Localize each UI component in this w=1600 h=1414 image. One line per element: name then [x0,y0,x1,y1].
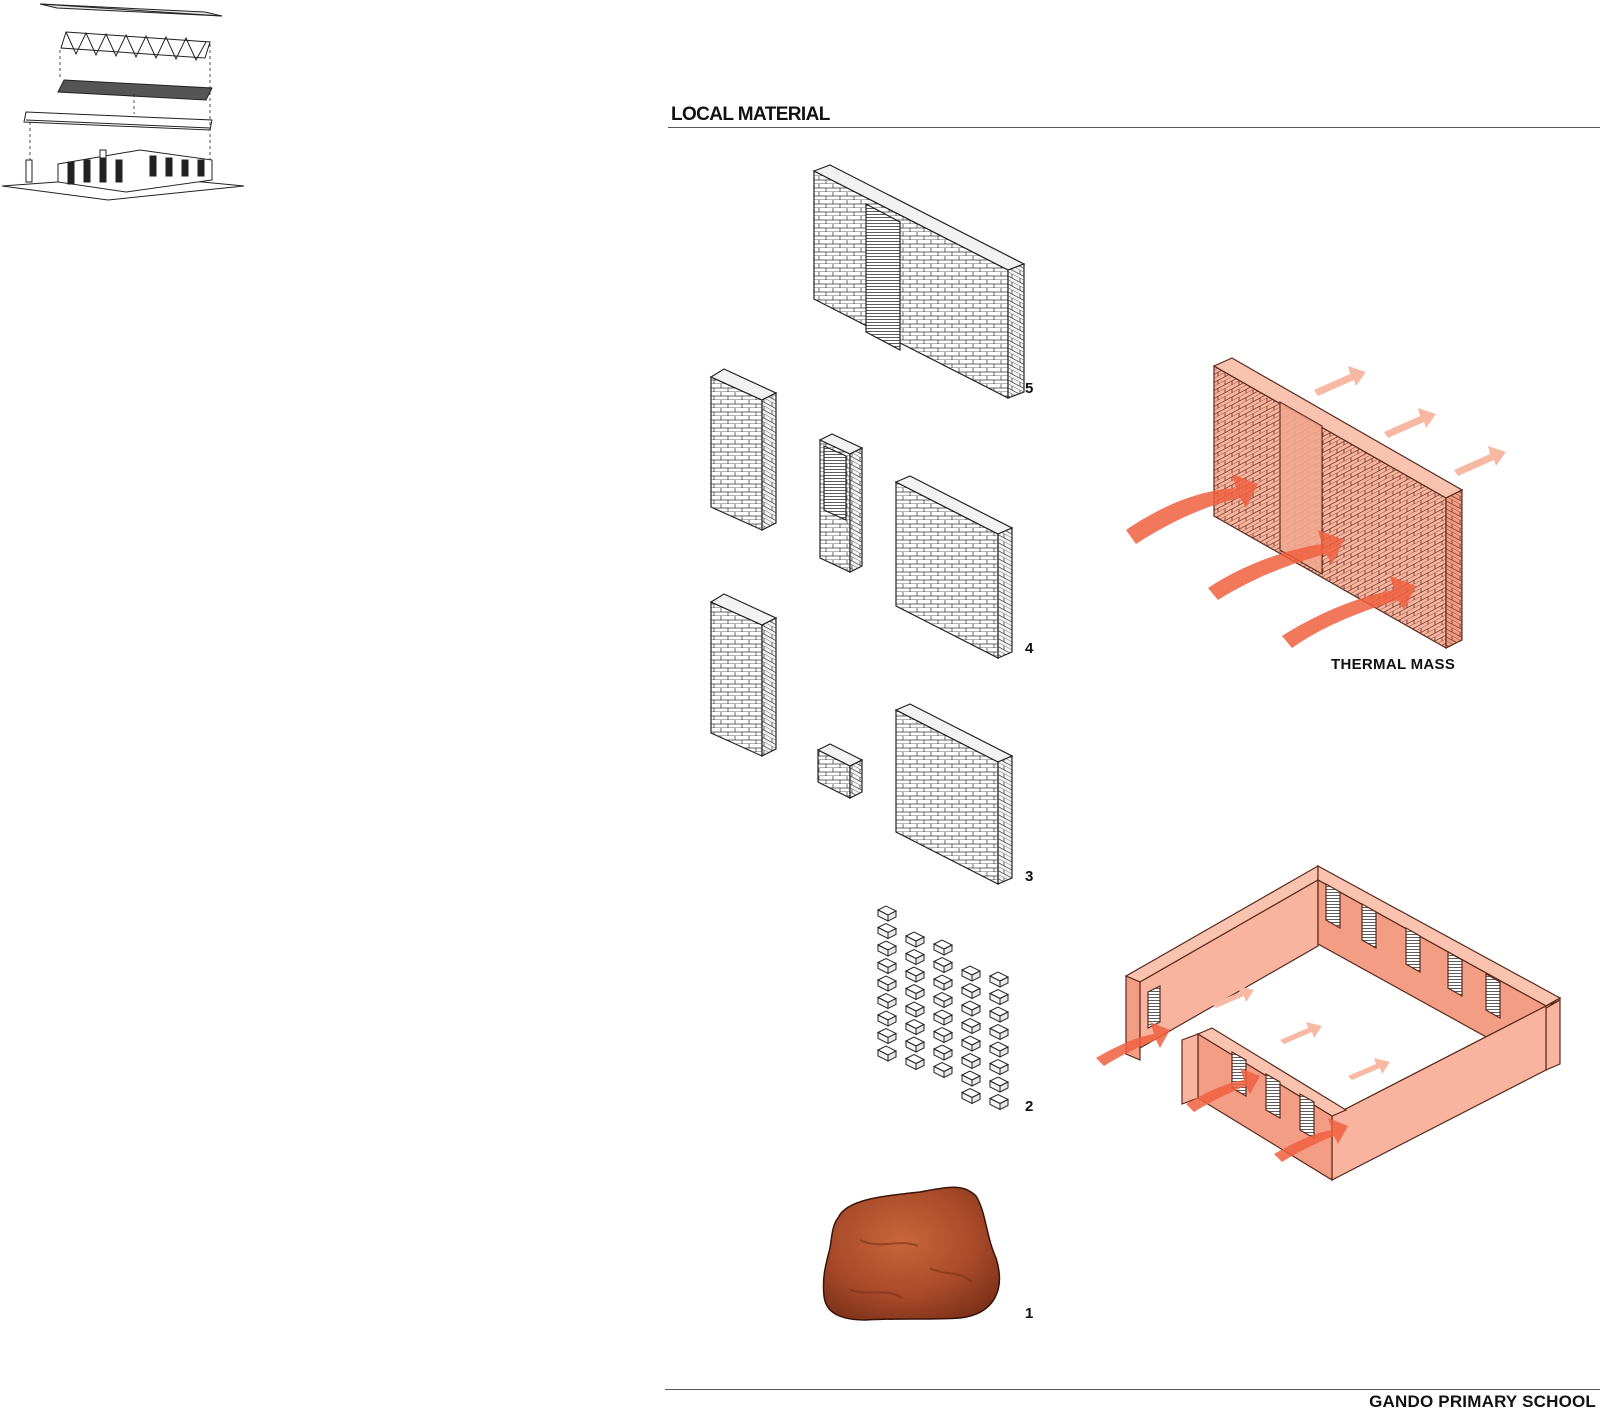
brick [904,931,926,948]
top-divider [668,127,1600,128]
stage-2-number: 2 [1025,1098,1034,1115]
brick [876,922,898,940]
section-title: LOCAL MATERIAL [671,104,830,125]
brick [932,991,954,1009]
brick [932,1044,954,1061]
brick [932,956,954,974]
brick [988,1006,1010,1023]
brick [960,1087,982,1105]
brick [988,1076,1010,1093]
brick [960,1017,982,1035]
brick [960,982,982,1000]
brick [960,1070,982,1087]
stage-1-laterite-stone [822,1186,1001,1321]
brick [988,1041,1010,1058]
brick [960,1000,982,1017]
stage-2-bricks [876,905,1010,1111]
brick [988,1058,1010,1076]
brick [876,905,898,922]
brick [876,1045,898,1062]
brick [876,975,898,992]
stage-4-pieces [709,368,1014,659]
brick [876,992,898,1010]
roof-truss [60,31,211,62]
brick [876,940,898,957]
thermal-mass-airflow [1126,366,1506,648]
brick [960,1035,982,1052]
brick [932,1061,954,1079]
brick [904,1001,926,1018]
stage-3-pieces [709,593,1014,885]
brick [932,939,954,956]
brick [904,966,926,983]
stage-5-number: 5 [1025,380,1034,397]
brick [876,1010,898,1027]
brick [960,1052,982,1070]
brick [988,971,1010,988]
stage-1-number: 1 [1025,1305,1034,1322]
bottom-divider [665,1389,1600,1390]
stage-4-column [710,376,763,531]
brick [876,1027,898,1045]
brick [932,1026,954,1044]
ceiling-slab [57,79,213,101]
brick [904,983,926,1001]
brick [932,1009,954,1026]
courtyard-airflow [1096,986,1390,1162]
thermal-mass-wall [1212,357,1464,650]
thermal-mass-caption: THERMAL MASS [1331,656,1456,673]
brick [988,988,1010,1006]
brick [904,1018,926,1036]
brick [960,965,982,982]
exploded-axonometric [1,3,245,201]
footer-title: GANDO PRIMARY SCHOOL [1369,1392,1596,1411]
brick [988,1023,1010,1041]
brick [904,1036,926,1053]
brick [904,948,926,966]
brick [988,1093,1010,1111]
stage-3-number: 3 [1025,868,1034,885]
stage-3-column [710,601,763,757]
stage-4-number: 4 [1025,640,1034,657]
brick [904,1053,926,1071]
stage-5-wall [812,164,1026,399]
brick [876,957,898,975]
brick [932,974,954,991]
